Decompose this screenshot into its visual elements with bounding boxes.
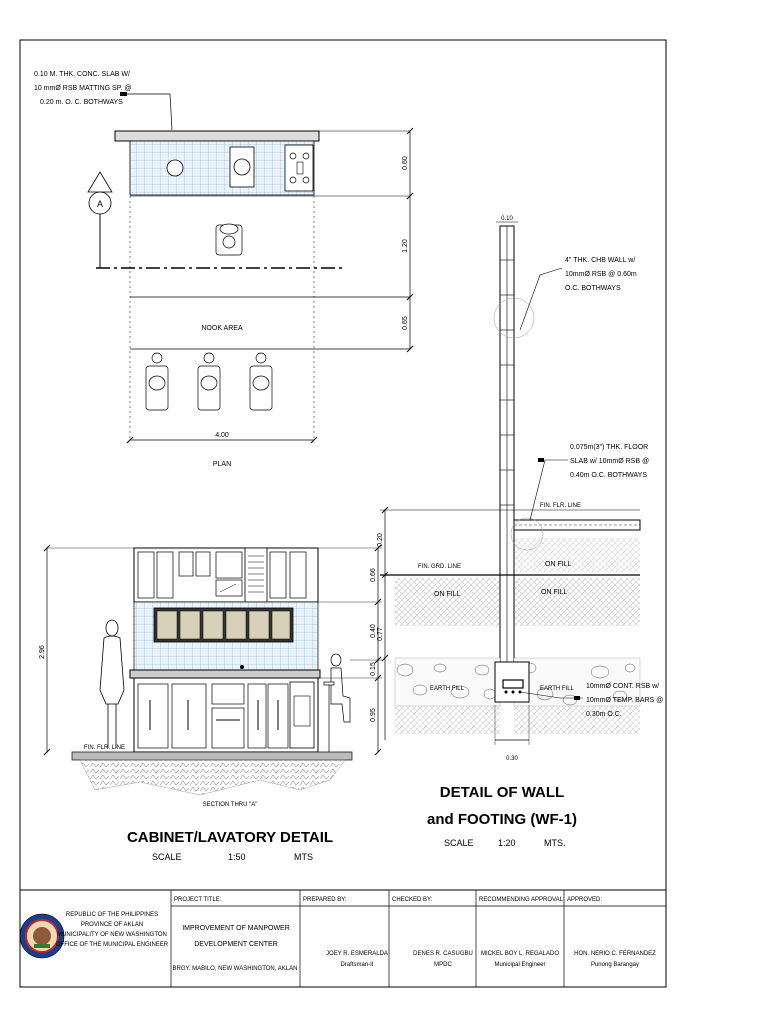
slab-note-line2: 10 mmØ RSB MATTING SP. @ xyxy=(34,85,131,92)
plan-width-label: 4.00 xyxy=(215,432,229,439)
chb-note-line1: 4" THK. CHB WALL w/ xyxy=(565,257,635,264)
wall-dim-020: 0.20 xyxy=(377,533,384,547)
prepared-role: Draftsman-II xyxy=(340,962,373,968)
bars-note-line1: 10mmØ CONT. RSB w/ xyxy=(586,683,659,690)
drain-icon xyxy=(166,159,184,177)
checked-label: CHECKED BY: xyxy=(392,897,433,903)
footing-width-label: 0.30 xyxy=(506,756,518,762)
chb-note-line3: O.C. BOTHWAYS xyxy=(565,285,621,292)
person-icon-3 xyxy=(249,352,273,411)
section-dim-015: 0.15 xyxy=(370,662,377,676)
base-cabinets xyxy=(133,677,319,753)
project-title-label: PROJECT TITLE: xyxy=(174,897,222,903)
fill-label-2: ON FILL xyxy=(434,591,461,598)
wall-scale-value: 1:20 xyxy=(498,838,516,848)
earth-fill-label-2: EARTH FILL xyxy=(540,686,575,692)
section-dim-066: 0.66 xyxy=(370,568,377,582)
counter-tiles xyxy=(129,140,315,196)
section-marker-label: A xyxy=(97,199,103,209)
checked-name: DENES R. CASUGBU xyxy=(413,951,473,957)
earth-fill-label-1: EARTH FILL xyxy=(430,686,465,692)
section-view: FIN. FLR. LINE 2.96 0.66 0.40 0.15 0.95 … xyxy=(39,544,382,862)
checked-role: MPDC xyxy=(434,962,452,968)
standing-person-icon xyxy=(99,619,125,748)
prepared-name: JOEY R. ESMERALDA xyxy=(326,951,388,957)
fill-label-1: ON FILL xyxy=(545,561,572,568)
person-top-view-icon xyxy=(215,223,243,256)
slab-note-line3: 0.20 m. O. C. BOTHWAYS xyxy=(40,99,123,106)
project-title-line1: IMPROVEMENT OF MANPOWER xyxy=(182,925,290,932)
wall-dim-077: 0.77 xyxy=(377,627,384,641)
bars-note-line2: 10mmØ TEMP. BARS @ xyxy=(586,697,663,704)
recommending-label: RECOMMENDING APPROVAL: xyxy=(479,897,565,903)
wall-top-dim: 0.10 xyxy=(501,216,513,222)
recommending-name: MICKEL BOY L. REGALADO xyxy=(481,951,559,957)
cabinet-scale-label: SCALE xyxy=(152,852,182,862)
wall-scale-units: MTS. xyxy=(544,838,566,848)
floor-note-line3: 0.40m O.C. BOTHWAYS xyxy=(570,472,647,479)
slab-leader xyxy=(120,93,173,131)
slab-note-line1: 0.10 M. THK. CONC. SLAB W/ xyxy=(34,71,130,78)
seated-person-icon xyxy=(323,653,351,752)
person-icon-2 xyxy=(197,352,221,411)
nook-area-label: NOOK AREA xyxy=(201,325,243,332)
approved-name: HON. NERIO C. FERNANDEZ xyxy=(574,951,656,957)
office-line4: OFFICE OF THE MUNICIPAL ENGINEER xyxy=(56,942,169,948)
wall-footing xyxy=(494,661,530,703)
prepared-label: PREPARED BY: xyxy=(303,897,347,903)
chb-note-line2: 10mmØ RSB @ 0.60m xyxy=(565,271,637,278)
section-dim-095: 0.95 xyxy=(370,708,377,722)
title-block: REPUBLIC OF THE PHILIPPINES PROVINCE OF … xyxy=(19,889,667,988)
section-floor xyxy=(71,751,353,761)
section-total-dim-label: 2.96 xyxy=(39,645,46,659)
approved-role: Punong Barangay xyxy=(591,962,639,968)
plan-dim-065: 0.65 xyxy=(402,316,409,330)
project-location: BRGY. MABILO, NEW WASHINGTON, AKLAN xyxy=(173,966,298,972)
cabinet-detail-title: CABINET/LAVATORY DETAIL xyxy=(127,829,333,846)
counter-slab xyxy=(114,130,320,142)
stove-icon xyxy=(284,144,314,192)
section-title: SECTION THRU "A" xyxy=(203,802,258,808)
fill-label-3: ON FILL xyxy=(541,589,568,596)
section-dim-040: 0.40 xyxy=(370,624,377,638)
countertop xyxy=(129,669,321,679)
office-line3: MUNICIPALITY OF NEW WASHINGTON xyxy=(57,932,167,938)
recommending-role: Municipal Engineer xyxy=(494,962,545,968)
fin-grd-label: FIN. GRD. LINE xyxy=(418,564,461,570)
wall-footing-detail: 0.10 4" THK. CHB WALL w/ 10mmØ RSB @ 0.6… xyxy=(377,216,663,848)
cabinet-scale-value: 1:50 xyxy=(228,852,246,862)
bars-note-line3: 0.30m O.C. xyxy=(586,711,622,718)
floor-note-line1: 0.075m(3") THK. FLOOR xyxy=(570,444,648,451)
wall-detail-title-line1: DETAIL OF WALL xyxy=(440,784,564,801)
wall-fin-flr-label: FIN. FLR. LINE xyxy=(540,503,581,509)
oven-icon xyxy=(289,681,315,749)
person-icon-1 xyxy=(145,352,169,411)
project-title-line2: DEVELOPMENT CENTER xyxy=(194,941,278,948)
floor-note-line2: SLAB w/ 10mmØ RSB @ xyxy=(570,458,649,465)
plan-dim-060: 0.60 xyxy=(402,156,409,170)
sheet-border xyxy=(19,39,667,988)
plan-view: 0.10 M. THK. CONC. SLAB W/ 10 mmØ RSB MA… xyxy=(34,71,414,468)
municipal-seal-icon xyxy=(19,913,65,959)
wall-detail-title-line2: and FOOTING (WF-1) xyxy=(427,811,577,828)
plan-title: PLAN xyxy=(213,461,231,468)
wall-scale-label: SCALE xyxy=(444,838,474,848)
approved-label: APPROVED: xyxy=(567,897,602,903)
section-marker-icon xyxy=(87,171,113,193)
office-line2: PROVINCE OF AKLAN xyxy=(81,922,143,928)
section-fin-flr-label: FIN. FLR. LINE xyxy=(84,745,125,751)
office-line1: REPUBLIC OF THE PHILIPPINES xyxy=(66,912,158,918)
plan-dim-120: 1.20 xyxy=(402,239,409,253)
cabinet-scale-units: MTS xyxy=(294,852,313,862)
